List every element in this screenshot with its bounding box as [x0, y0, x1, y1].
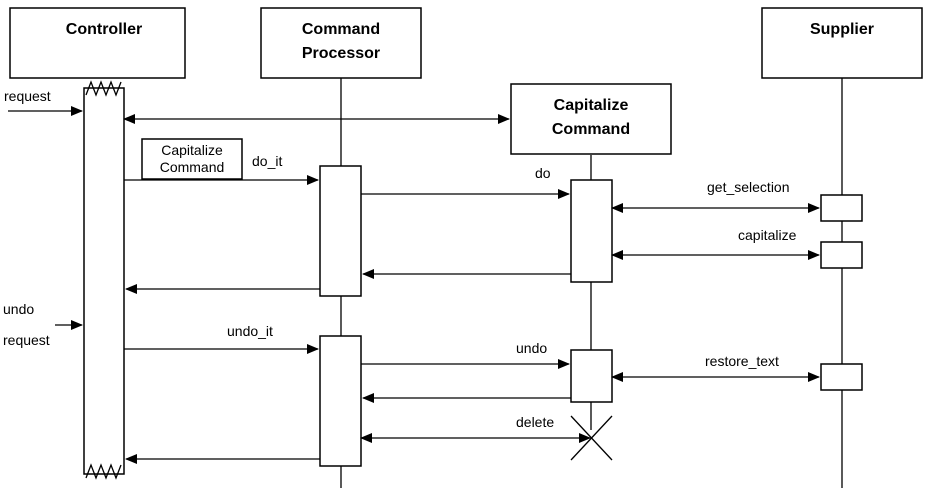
capitalize-label-line1: Capitalize	[554, 97, 629, 114]
restore-text-label: restore_text	[705, 353, 779, 369]
processor-label-line1: Command	[302, 21, 380, 38]
note-line1: Capitalize	[161, 142, 223, 158]
do-message: do	[361, 165, 570, 199]
supplier-activation-3	[820, 363, 863, 391]
delete-label: delete	[516, 414, 554, 430]
get-selection-label: get_selection	[707, 179, 790, 195]
note-line2: Command	[160, 159, 225, 175]
do-it-message: do_it	[124, 153, 319, 185]
undo-message: undo	[361, 340, 570, 369]
capitalize-command-participant: Capitalize Command	[510, 83, 672, 155]
supplier-participant: Supplier	[761, 7, 923, 79]
controller-label: Controller	[66, 21, 142, 38]
processor-label-line2: Processor	[302, 45, 380, 62]
supplier-label: Supplier	[810, 21, 874, 38]
supplier-activation-1	[820, 194, 863, 222]
capitalize-command-note: Capitalize Command	[141, 138, 243, 180]
destroy-cross-icon	[570, 415, 613, 461]
do-label: do	[535, 165, 551, 181]
get-selection-message: get_selection	[611, 179, 820, 213]
controller-zigzag-top	[85, 80, 122, 97]
capitalize-activation-1	[570, 179, 613, 283]
undo-request-label-line1: undo	[3, 301, 34, 317]
controller-activation	[83, 87, 125, 475]
controller-participant: Controller	[9, 7, 186, 79]
delete-message: delete	[360, 414, 591, 443]
capitalize-message: capitalize	[611, 227, 820, 260]
capitalize-label: capitalize	[738, 227, 797, 243]
processor-activation-1	[319, 165, 362, 297]
controller-zigzag-bottom	[85, 463, 122, 480]
request-message: request	[4, 88, 83, 116]
command-processor-participant: Command Processor	[260, 7, 422, 79]
request-label: request	[4, 88, 51, 104]
processor-activation-2	[319, 335, 362, 467]
undo-request-message: undo request	[3, 301, 83, 348]
capitalize-activation-2	[570, 349, 613, 403]
do-it-label: do_it	[252, 153, 282, 169]
supplier-activation-2	[820, 241, 863, 269]
undo-request-label-line2: request	[3, 332, 50, 348]
undo-it-label: undo_it	[227, 323, 273, 339]
undo-label: undo	[516, 340, 547, 356]
restore-text-message: restore_text	[611, 353, 820, 382]
undo-it-message: undo_it	[124, 323, 319, 354]
capitalize-label-line2: Command	[552, 121, 630, 138]
